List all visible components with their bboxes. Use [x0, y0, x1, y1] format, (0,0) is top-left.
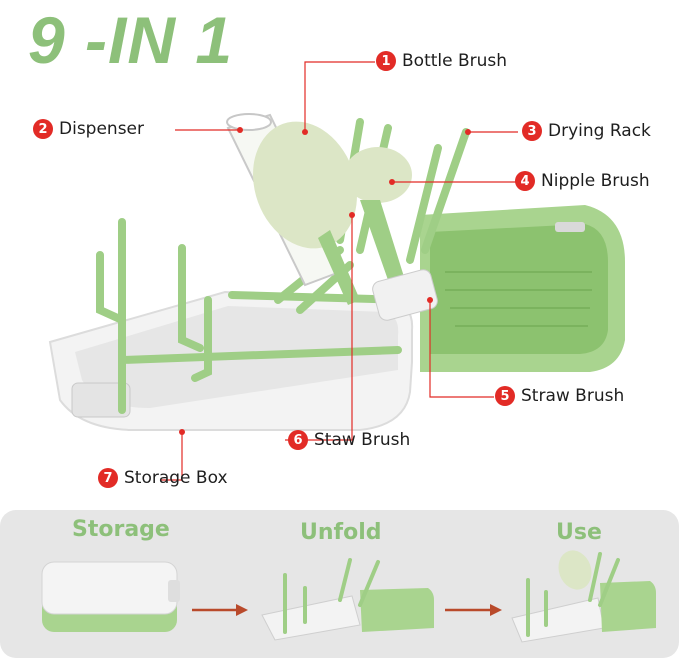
callout-number: 3	[522, 121, 542, 141]
nipple-brush	[344, 147, 438, 321]
callout-label: Dispenser	[59, 119, 144, 139]
callout-drying-rack: 3 Drying Rack	[522, 121, 651, 141]
callout-nipple-brush: 4 Nipple Brush	[515, 171, 650, 191]
callout-dispenser: 2 Dispenser	[33, 119, 144, 139]
green-tray	[420, 205, 625, 372]
stage-label-unfold: Unfold	[300, 520, 382, 545]
callout-number: 4	[515, 171, 535, 191]
callout-label: Nipple Brush	[541, 171, 650, 191]
unfolded-box-image	[261, 558, 434, 641]
bottle-brush	[253, 121, 360, 305]
callout-bottle-brush: 1 Bottle Brush	[376, 51, 507, 71]
callout-number: 6	[288, 430, 308, 450]
arrow-icon	[192, 604, 248, 616]
callout-staw-brush: 6 Staw Brush	[288, 430, 410, 450]
in-use-image	[511, 550, 656, 643]
stage-label-storage: Storage	[72, 517, 170, 542]
closed-box-image	[41, 561, 180, 632]
arrow-icon	[445, 604, 502, 616]
product-illustration	[48, 113, 625, 431]
callout-label: Drying Rack	[548, 121, 651, 141]
callout-number: 5	[495, 386, 515, 406]
callout-label: Bottle Brush	[402, 51, 508, 71]
callout-number: 2	[33, 119, 53, 139]
page-title: 9 -IN 1	[28, 3, 234, 77]
stage-label-use: Use	[556, 520, 602, 545]
callout-storage-box: 7 Storage Box	[98, 468, 228, 488]
callout-label: Storage Box	[124, 468, 228, 488]
callout-label: Staw Brush	[314, 430, 411, 450]
callout-number: 7	[98, 468, 118, 488]
callout-straw-brush: 5 Straw Brush	[495, 386, 624, 406]
callout-number: 1	[376, 51, 396, 71]
callout-label: Straw Brush	[521, 386, 625, 406]
